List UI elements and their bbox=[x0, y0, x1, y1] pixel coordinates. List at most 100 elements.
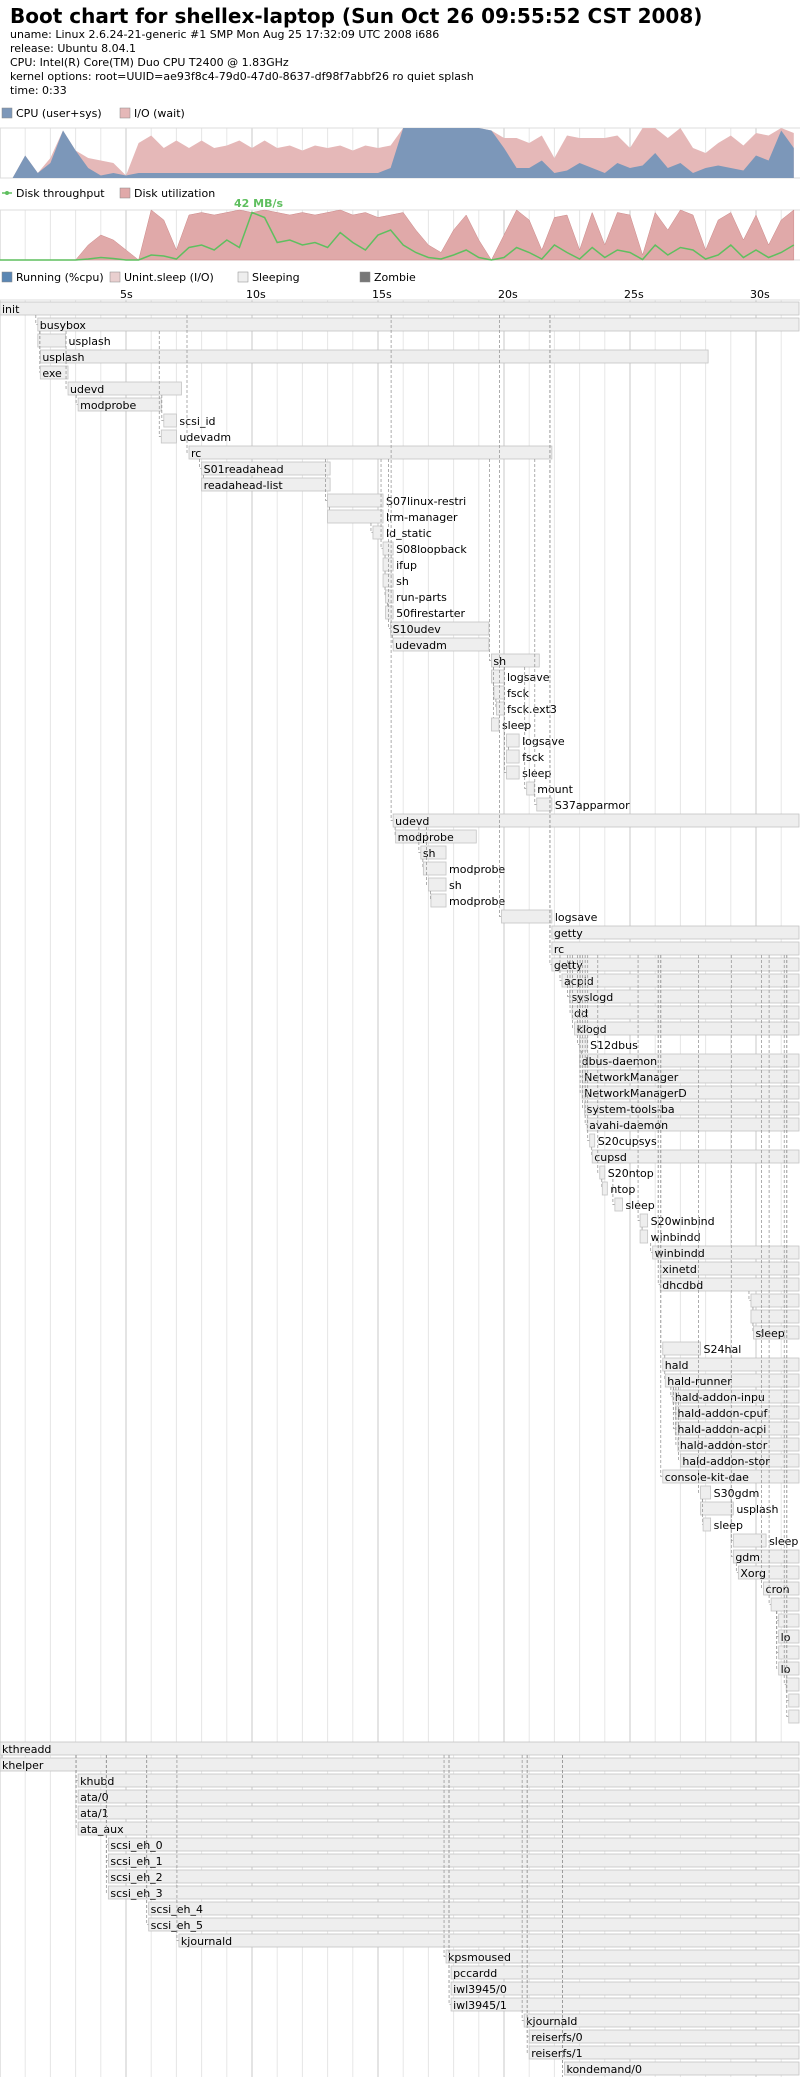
proc-tree-link bbox=[786, 955, 789, 1717]
disk-peak-annotation: 42 MB/s bbox=[234, 197, 283, 210]
proc-tree-link bbox=[158, 331, 162, 437]
proc-bar bbox=[750, 1309, 800, 1324]
proc-tree-link bbox=[418, 827, 421, 853]
proc-label: lo bbox=[781, 1631, 791, 1644]
proc-bar bbox=[107, 1837, 800, 1852]
proc-tree-link bbox=[776, 1611, 779, 1669]
proc-label: S12dbus bbox=[590, 1039, 638, 1052]
proc-bar bbox=[77, 1821, 800, 1836]
proc-label: logsave bbox=[522, 735, 565, 748]
proc-tree-link bbox=[587, 955, 590, 1141]
proc-label: console-kit-dae bbox=[665, 1471, 749, 1484]
proc-tree-link bbox=[35, 315, 38, 325]
header-cpu: CPU: Intel(R) Core(TM) Duo CPU T2400 @ 1… bbox=[10, 56, 289, 69]
proc-tree-link bbox=[146, 1755, 149, 1925]
proc-bar bbox=[372, 525, 384, 540]
proc-label: ld_static bbox=[386, 527, 432, 540]
proc-tree-link bbox=[657, 955, 661, 1285]
proc-label: hald-addon-acpi bbox=[677, 1423, 766, 1436]
proc-label: lrm-manager bbox=[386, 511, 458, 524]
proc-tree-link bbox=[426, 827, 429, 885]
proc-tree-link bbox=[567, 955, 570, 997]
proc-bar bbox=[490, 669, 505, 684]
proc-label: readahead-list bbox=[204, 479, 284, 492]
cpu-legend-cpu-swatch bbox=[1, 107, 13, 119]
proc-bar bbox=[501, 909, 553, 924]
proc-label: sleep bbox=[755, 1327, 784, 1340]
proc-tree-link bbox=[105, 1755, 109, 1893]
proc-tree-link bbox=[199, 459, 202, 469]
proc-label: kondemand/0 bbox=[566, 2063, 642, 2076]
proc-bar bbox=[327, 493, 384, 508]
proc-bar bbox=[188, 445, 553, 460]
proc-bar bbox=[674, 1405, 800, 1420]
proc-bar bbox=[178, 1933, 800, 1948]
proc-label: fsck bbox=[507, 687, 530, 700]
proc-label: lo bbox=[781, 1663, 791, 1676]
proc-label: logsave bbox=[507, 671, 550, 684]
proc-tree-link bbox=[489, 459, 492, 661]
proc-label: hald bbox=[665, 1359, 689, 1372]
proc-tree-link bbox=[612, 1179, 615, 1205]
proc-label: sh bbox=[449, 879, 462, 892]
proc-bar bbox=[732, 1549, 800, 1564]
disk-legend-throughput-label: Disk throughput bbox=[16, 187, 105, 200]
proc-label: mount bbox=[537, 783, 573, 796]
disk-legend-util-label: Disk utilization bbox=[134, 187, 215, 200]
proc-tree-link bbox=[75, 395, 79, 405]
proc-label: avahi-daemon bbox=[589, 1119, 668, 1132]
proc-label: logsave bbox=[555, 911, 598, 924]
proc-bar bbox=[107, 1853, 800, 1868]
proc-label: udevadm bbox=[395, 639, 447, 652]
proc-label: rc bbox=[554, 943, 564, 956]
proc-label: S24hal bbox=[704, 1343, 742, 1356]
proc-label: usplash bbox=[69, 335, 111, 348]
proc-label: winbindd bbox=[655, 1247, 705, 1260]
proc-bar bbox=[422, 861, 447, 876]
disk-throughput-line bbox=[0, 211, 795, 261]
proc-bar bbox=[528, 2045, 800, 2060]
proc-bar bbox=[148, 1917, 800, 1932]
proc-label: fsck bbox=[522, 751, 545, 764]
proc-bar bbox=[39, 349, 709, 364]
proc-bar bbox=[753, 1325, 800, 1340]
chart-header: Boot chart for shellex-laptop (Sun Oct 2… bbox=[10, 4, 790, 98]
proc-label: run-parts bbox=[396, 591, 447, 604]
proc-bar bbox=[392, 813, 800, 828]
proc-tree-link bbox=[650, 1243, 653, 1253]
proc-tree-link bbox=[783, 955, 787, 1685]
proc-label: kthreadd bbox=[2, 1743, 51, 1756]
proc-label: xinetd bbox=[662, 1263, 697, 1276]
proc-bar bbox=[163, 413, 177, 428]
proc-label: udevadm bbox=[179, 431, 231, 444]
proc-label: busybox bbox=[40, 319, 87, 332]
proc-bar bbox=[659, 1277, 800, 1292]
proc-tree-link bbox=[597, 955, 600, 1173]
time-tick-label: 5s bbox=[120, 288, 133, 301]
proc-tree-link bbox=[65, 331, 69, 389]
proc-label: sleep bbox=[714, 1519, 743, 1532]
proc-label: S20ntop bbox=[608, 1167, 654, 1180]
proc-label: sleep bbox=[625, 1199, 654, 1212]
proc-tree-link bbox=[390, 315, 394, 821]
proc-bar bbox=[107, 1885, 800, 1900]
proc-label: khelper bbox=[2, 1759, 44, 1772]
proc-tree-link bbox=[524, 667, 527, 789]
proc-label: modprobe bbox=[80, 399, 136, 412]
proc-label: reiserfs/1 bbox=[531, 2047, 582, 2060]
proc-bar bbox=[778, 1661, 800, 1676]
proc-tree-link bbox=[569, 955, 573, 1013]
proc-tree-link bbox=[672, 1387, 676, 1429]
proc-label: ata_aux bbox=[80, 1823, 124, 1836]
proc-tree-link bbox=[549, 315, 552, 965]
proc-label: dbus-daemon bbox=[582, 1055, 658, 1068]
proc-tree-link bbox=[499, 315, 502, 917]
proc-bar bbox=[201, 461, 331, 476]
proc-label: scsi_id bbox=[179, 415, 215, 428]
proc-bar bbox=[528, 2029, 800, 2044]
proc-bar bbox=[732, 1533, 767, 1548]
header-kernel-options: kernel options: root=UUID=ae93f8c4-79d0-… bbox=[10, 70, 474, 83]
proc-legend-2-swatch bbox=[237, 271, 249, 283]
proc-bar bbox=[564, 2061, 800, 2076]
